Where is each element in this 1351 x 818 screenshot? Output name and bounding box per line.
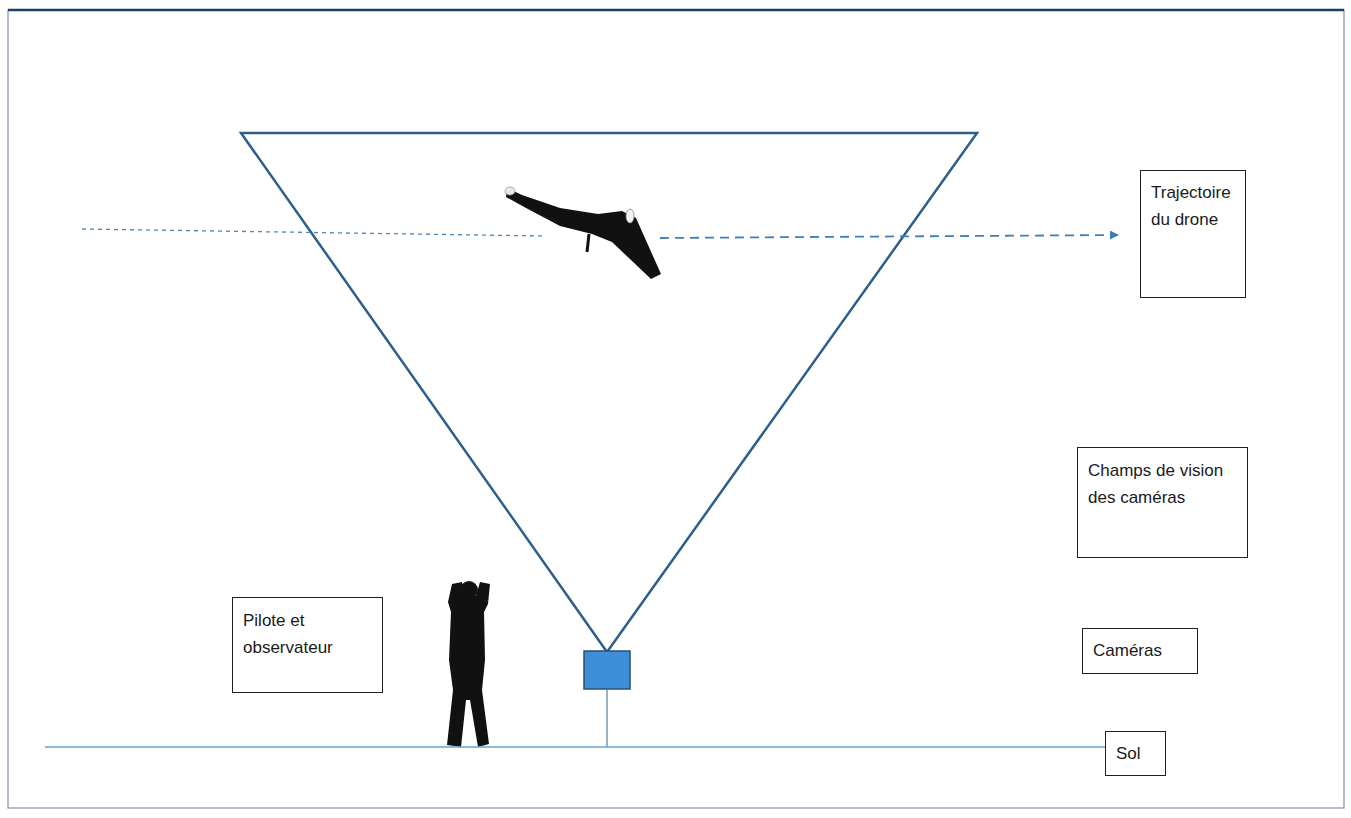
drone-wing	[506, 188, 661, 279]
camera-symbol	[584, 651, 630, 689]
box-label: Trajectoire du drone	[1151, 179, 1235, 233]
box-label: Sol	[1116, 740, 1155, 767]
box-label: Pilote et observateur	[243, 607, 372, 661]
frame-top	[8, 9, 1344, 12]
drone-fin	[587, 234, 589, 252]
camera-pole	[606, 690, 607, 747]
person-silhouette	[447, 581, 490, 747]
outer-frame	[8, 10, 1344, 808]
label-box: Caméras	[1082, 628, 1198, 674]
label-box: Champs de vision des caméras	[1077, 447, 1248, 558]
box-label: Champs de vision des caméras	[1088, 457, 1237, 511]
label-box: Sol	[1105, 731, 1166, 776]
drone-trajectory-arrow	[660, 235, 1118, 238]
drone-wingtip	[505, 187, 515, 195]
label-box: Pilote et observateur	[232, 597, 383, 693]
person-body	[447, 582, 490, 747]
drone-silhouette	[505, 187, 661, 279]
label-box: Trajectoire du drone	[1140, 170, 1246, 298]
drone-trajectory-dashed	[82, 229, 545, 236]
box-label: Caméras	[1093, 637, 1187, 664]
camera-field-of-view	[241, 133, 977, 652]
drone-propeller	[626, 209, 634, 223]
ground-line	[45, 746, 1110, 748]
